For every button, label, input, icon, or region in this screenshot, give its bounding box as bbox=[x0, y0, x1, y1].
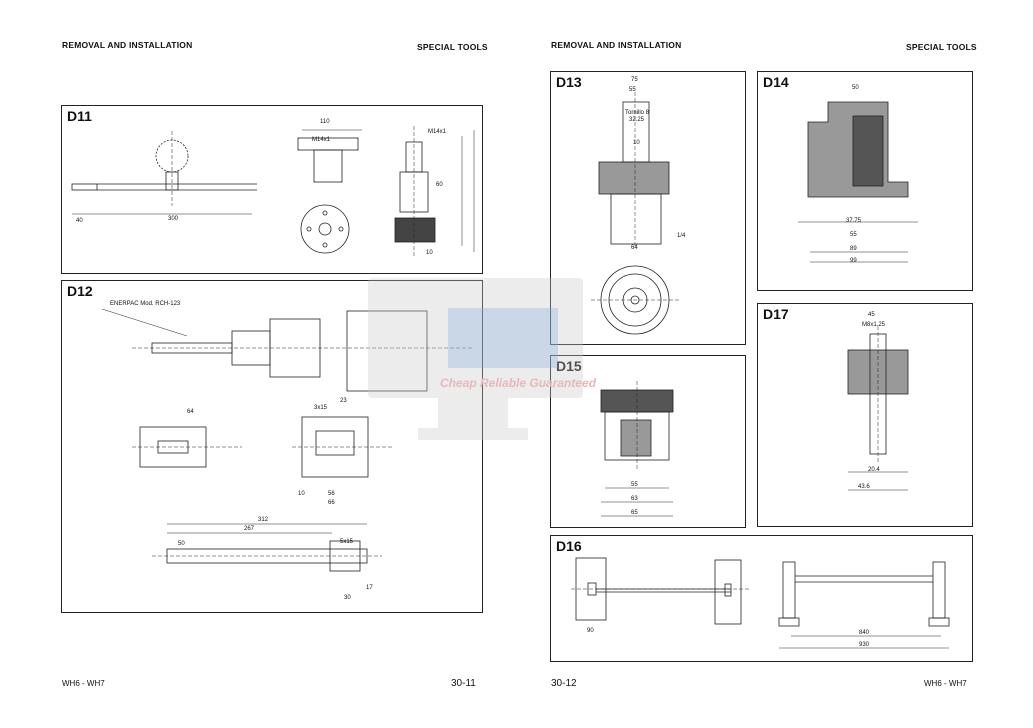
d12-dim-10: 10 bbox=[298, 491, 305, 497]
d11-dim-top: 110 bbox=[320, 119, 330, 125]
d12-dim-66: 66 bbox=[328, 500, 335, 506]
panel-d13: D13 75 55 Tornillo 8 32.25 10 64 1/4 bbox=[550, 71, 746, 345]
d15-drawing bbox=[600, 381, 674, 517]
right-header-title: REMOVAL AND INSTALLATION bbox=[551, 40, 682, 50]
d12-note: ENERPAC Mod. RCH-123 bbox=[110, 301, 181, 307]
panel-label: D17 bbox=[763, 306, 789, 322]
left-header-title: REMOVAL AND INSTALLATION bbox=[62, 40, 193, 50]
right-footer-page: 30-12 bbox=[551, 678, 577, 689]
d14-dim-37: 37.75 bbox=[846, 218, 862, 224]
d12-dim-56: 56 bbox=[328, 491, 335, 497]
d12-dim-23: 23 bbox=[340, 398, 347, 404]
d12-dim-64: 64 bbox=[187, 409, 194, 415]
d11-dim-thread-2: M14x1 bbox=[428, 129, 447, 135]
panel-d16: D16 90 840 930 bbox=[550, 535, 973, 662]
d12-dim-50: 50 bbox=[178, 541, 185, 547]
d14-dim-50: 50 bbox=[852, 85, 859, 91]
d16-drawing bbox=[571, 557, 950, 649]
d17-drawing bbox=[847, 326, 909, 491]
d17-dim-20: 20.4 bbox=[868, 467, 880, 473]
d14-dim-55: 55 bbox=[850, 232, 857, 238]
d13-dim-10: 10 bbox=[633, 140, 640, 146]
d14-dim-89: 89 bbox=[850, 246, 857, 252]
d11-dim-dia: 60 bbox=[436, 182, 443, 188]
d17-dim-43: 43.6 bbox=[858, 484, 870, 490]
d16-dim-840: 840 bbox=[859, 630, 870, 636]
d11-dim-bottom: 10 bbox=[426, 250, 433, 256]
d15-dim-65: 65 bbox=[631, 510, 638, 516]
left-header-section: SPECIAL TOOLS bbox=[417, 42, 488, 52]
panel-label: D13 bbox=[556, 74, 582, 90]
d12-dim-3x15: 3x15 bbox=[314, 405, 328, 411]
d12-dim-267: 267 bbox=[244, 526, 255, 532]
d13-dim-quarter: 1/4 bbox=[677, 233, 686, 239]
panel-label: D15 bbox=[556, 358, 582, 374]
right-footer-model: WH6 - WH7 bbox=[924, 679, 967, 688]
d11-dim-thread: M14x1 bbox=[312, 137, 331, 143]
right-header-section: SPECIAL TOOLS bbox=[906, 42, 977, 52]
panel-d11: D11 300 40 110 M14x1 M14x1 60 10 bbox=[61, 105, 483, 274]
d12-dim-312: 312 bbox=[258, 517, 269, 523]
left-footer-model: WH6 - WH7 bbox=[62, 679, 105, 688]
d17-dim-45: 45 bbox=[868, 312, 875, 318]
d16-dim-90: 90 bbox=[587, 628, 594, 634]
d13-drawing bbox=[591, 92, 679, 335]
panel-d17: D17 45 M8x1.25 20.4 43.6 bbox=[757, 303, 973, 527]
d13-dim-64: 64 bbox=[631, 245, 638, 251]
d15-dim-55: 55 bbox=[631, 482, 638, 488]
d12-dim-5x15: 5x15 bbox=[340, 539, 354, 545]
panel-label: D12 bbox=[67, 283, 93, 299]
d11-dim-end: 40 bbox=[76, 218, 83, 224]
d13-dim-55: 55 bbox=[629, 87, 636, 93]
panel-label: D16 bbox=[556, 538, 582, 554]
d11-drawing bbox=[71, 126, 475, 256]
watermark-logo bbox=[368, 278, 583, 440]
panel-label: D11 bbox=[67, 108, 92, 124]
panel-d12: D12 ENERPAC Mod. RCH-123 64 3x15 23 10 5… bbox=[61, 280, 483, 613]
d12-dim-17: 17 bbox=[366, 585, 373, 591]
panel-label: D14 bbox=[763, 74, 789, 90]
d15-dim-63: 63 bbox=[631, 496, 638, 502]
d13-dim-75: 75 bbox=[631, 77, 638, 83]
d12-dim-30: 30 bbox=[344, 595, 351, 601]
d17-dim-thread: M8x1.25 bbox=[862, 322, 886, 328]
d12-drawing bbox=[101, 308, 472, 572]
d14-drawing bbox=[798, 101, 918, 263]
panel-d14: D14 50 37.75 55 89 99 bbox=[757, 71, 973, 291]
d16-dim-930: 930 bbox=[859, 642, 870, 648]
d11-dim-width: 300 bbox=[168, 216, 179, 222]
d13-dim-tornillo: Tornillo 8 bbox=[625, 110, 650, 116]
d14-dim-99: 99 bbox=[850, 258, 857, 264]
panel-d15: D15 55 63 65 bbox=[550, 355, 746, 528]
left-footer-page: 30-11 bbox=[451, 678, 476, 689]
d13-dim-32: 32.25 bbox=[629, 117, 645, 123]
watermark-text: Cheap Reliable Guaranteed bbox=[440, 376, 597, 390]
